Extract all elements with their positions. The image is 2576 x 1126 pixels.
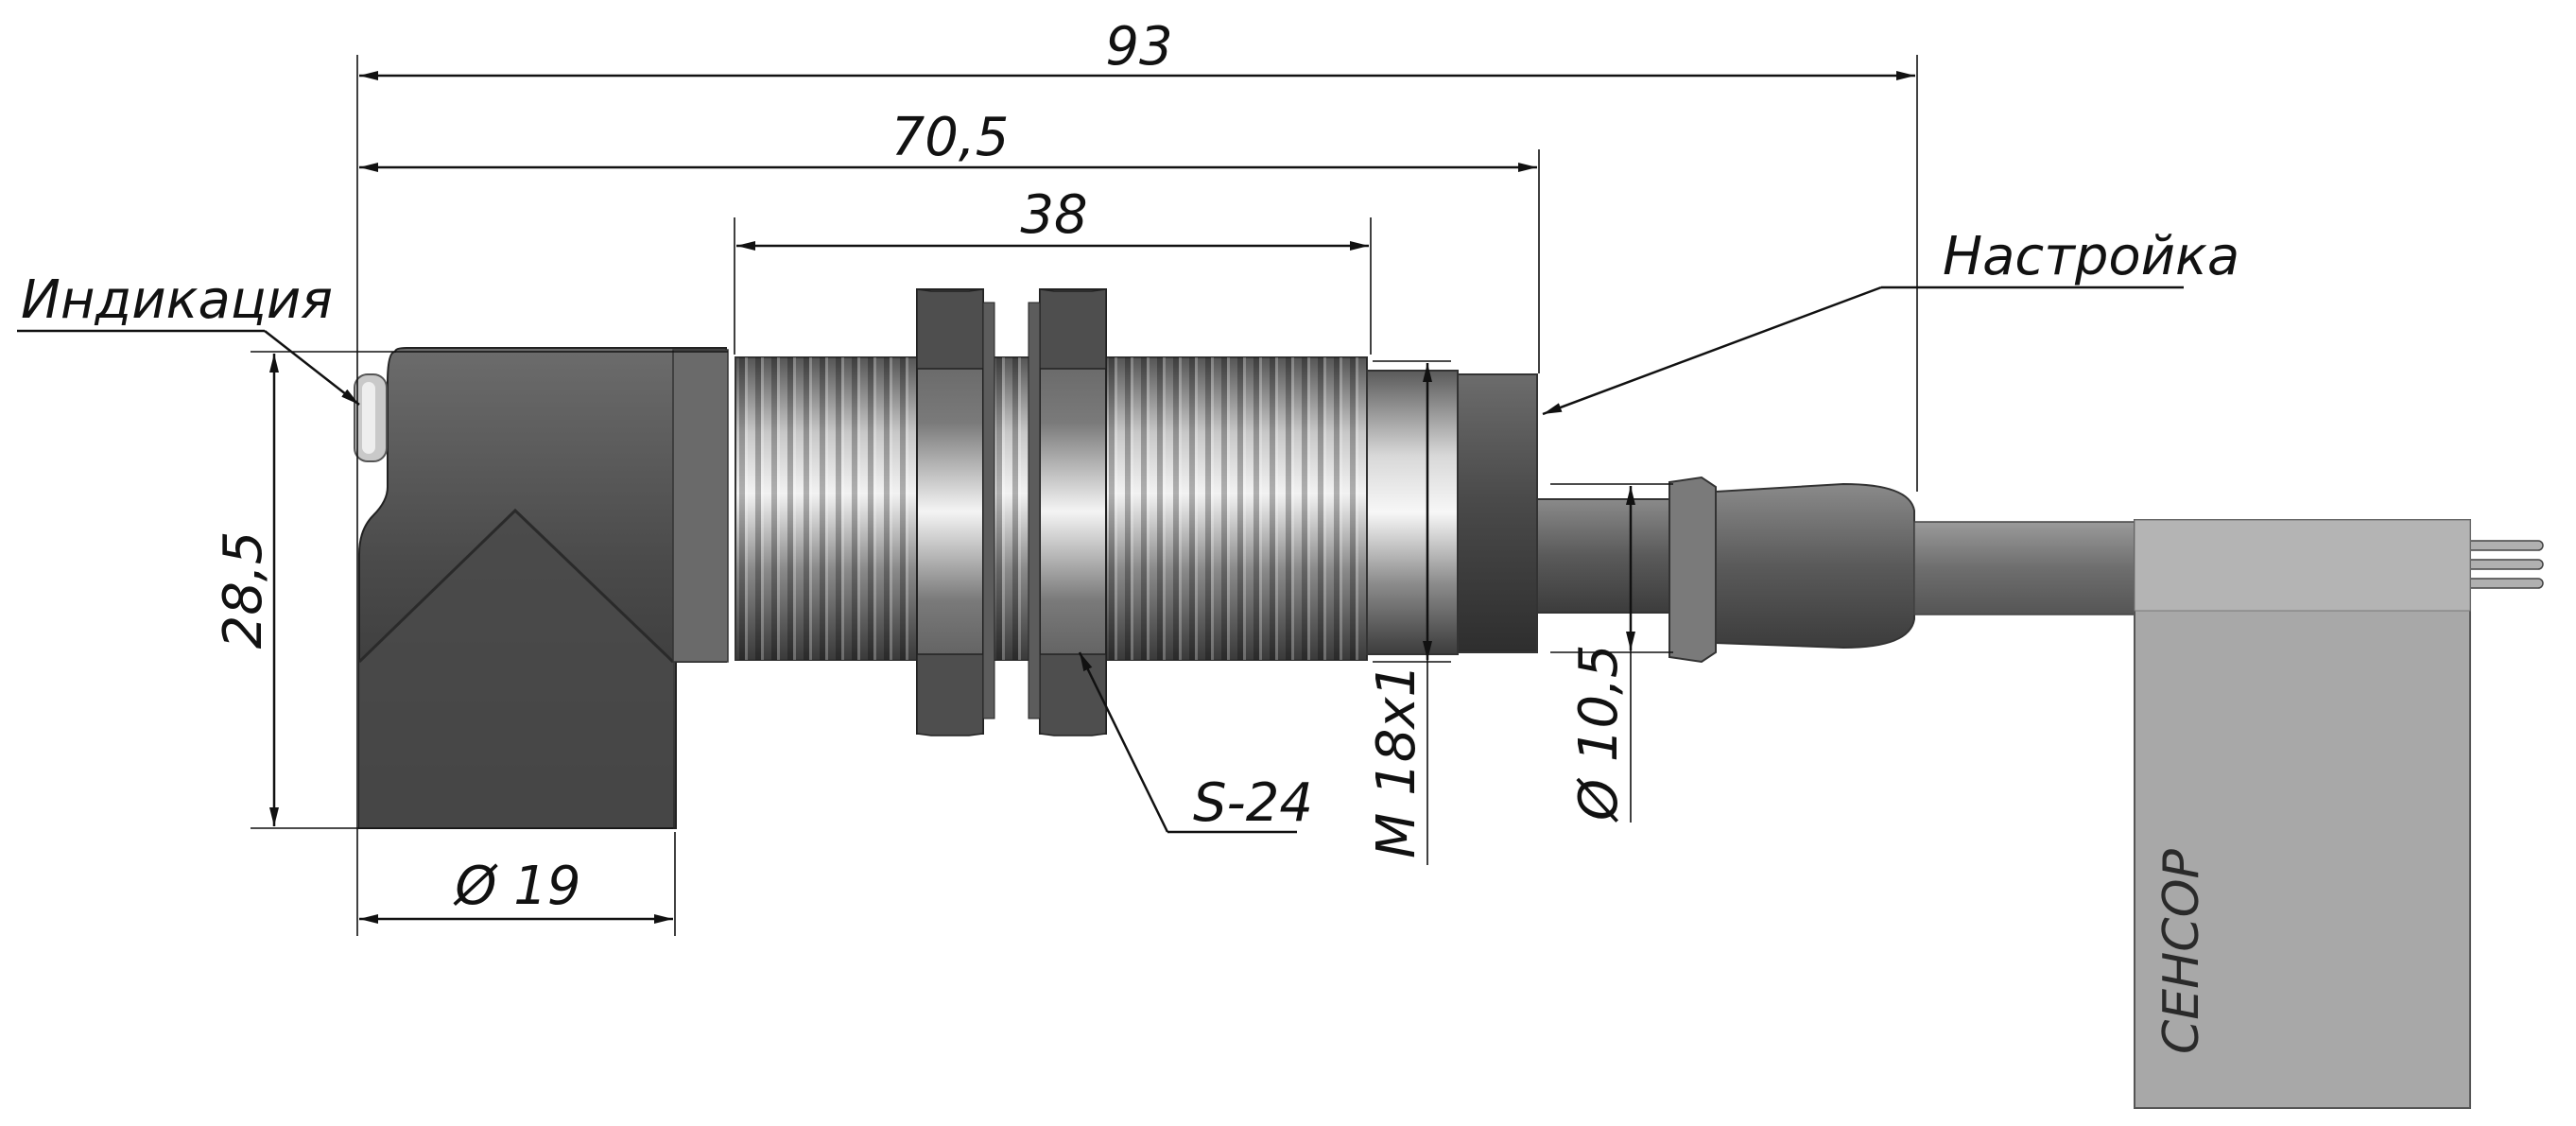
dim-overall-length: 93	[359, 16, 1915, 80]
lock-nut-left	[916, 288, 995, 736]
indicator-led	[354, 373, 388, 462]
brand-label: СЕНСОР	[2153, 848, 2210, 1054]
dim-thread-size: M 18x1	[1366, 363, 1432, 865]
dim-housing-height-label: 28,5	[213, 531, 274, 650]
dim-length-to-flange-label: 70,5	[891, 107, 1010, 168]
cable	[1913, 521, 2544, 615]
callout-nut-size-label: S-24	[1193, 772, 1313, 834]
callout-nut-size: S-24	[1078, 651, 1313, 834]
dim-overall-length-label: 93	[1105, 16, 1172, 78]
callout-indication-label: Индикация	[21, 269, 333, 331]
dim-cable-diameter: Ø 10,5	[1568, 486, 1635, 823]
lock-nut-right	[1028, 288, 1107, 736]
dim-housing-diameter-label: Ø 19	[453, 856, 580, 917]
sensor-body: СЕНСОР	[354, 288, 2544, 1109]
callout-indication: Индикация	[17, 269, 360, 406]
dim-housing-height: 28,5	[213, 354, 279, 826]
front-ring	[1366, 370, 1538, 655]
cable-label-tag: СЕНСОР	[2134, 519, 2471, 1109]
dim-housing-diameter: Ø 19	[359, 856, 673, 924]
dim-length-to-flange: 70,5	[359, 107, 1537, 172]
dim-thread-size-label: M 18x1	[1366, 664, 1427, 858]
angled-housing	[357, 347, 729, 829]
cable-gland	[1536, 476, 1915, 664]
dim-thread-length-label: 38	[1020, 184, 1087, 246]
callout-adjustment-label: Настройка	[1943, 226, 2239, 287]
extension-lines	[251, 55, 1918, 936]
dim-cable-diameter-label: Ø 10,5	[1568, 644, 1630, 823]
callout-adjustment: Настройка	[1542, 226, 2239, 416]
dim-thread-length: 38	[736, 184, 1369, 251]
